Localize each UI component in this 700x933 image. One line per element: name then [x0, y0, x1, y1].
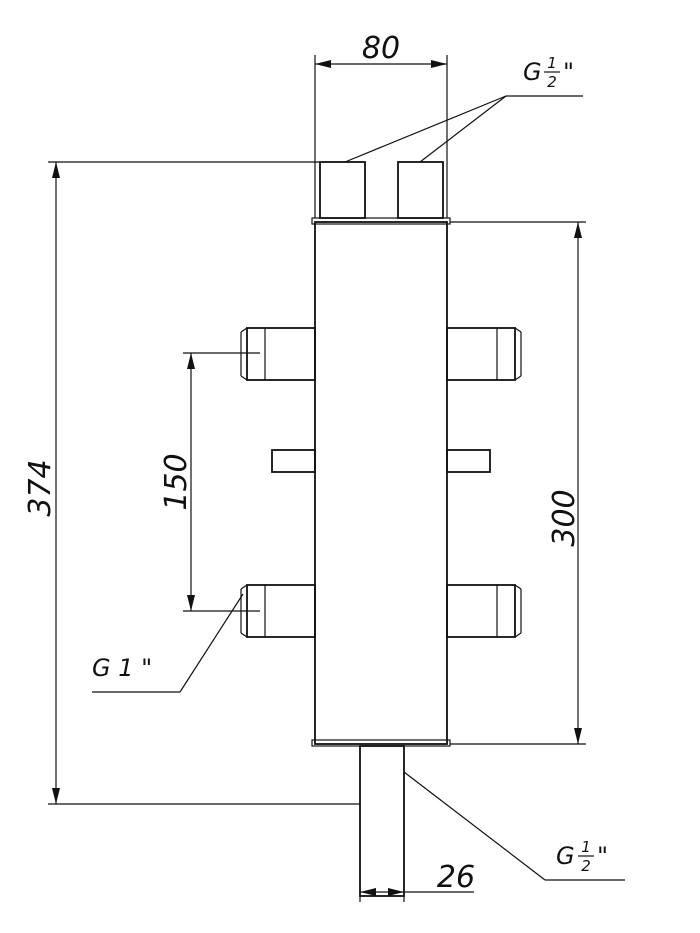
bottom-thread-prefix: G [556, 842, 575, 870]
dim-80-text: 80 [362, 31, 400, 66]
nozzle-upper-right [446, 327, 522, 381]
leader-top-thread: G 1 2 " [344, 54, 583, 163]
dimension-width-80: 80 [314, 31, 448, 218]
bracket-left [271, 449, 316, 473]
bottom-pipe [359, 745, 405, 897]
top-thread-prefix: G [523, 58, 542, 86]
leader-bottom-thread: G 1 2 " [403, 771, 625, 881]
nozzle-lower-right [446, 584, 522, 638]
side-thread-label: G 1 " [92, 654, 152, 682]
top-thread-numerator: 1 [547, 54, 557, 72]
dimension-height-374: 374 [23, 161, 360, 805]
dimension-spacing-150: 150 [159, 352, 260, 612]
dimension-height-300: 300 [450, 221, 586, 745]
leader-side-thread: G 1 " [92, 593, 244, 693]
nozzle-upper-left [240, 327, 316, 381]
dim-26-text: 26 [437, 860, 475, 895]
bottom-thread-suffix: " [597, 842, 608, 870]
top-fitting-right [397, 161, 444, 219]
separator-body [311, 217, 451, 747]
bracket-right [446, 449, 491, 473]
dim-374-text: 374 [23, 459, 58, 516]
dim-300-text: 300 [547, 489, 582, 546]
bottom-thread-numerator: 1 [581, 838, 591, 856]
dimension-width-26: 26 [359, 860, 475, 902]
top-thread-denominator: 2 [547, 73, 557, 91]
bottom-thread-denominator: 2 [581, 857, 591, 875]
top-fitting-left [319, 161, 366, 219]
top-thread-suffix: " [563, 58, 574, 86]
dim-150-text: 150 [159, 453, 194, 510]
